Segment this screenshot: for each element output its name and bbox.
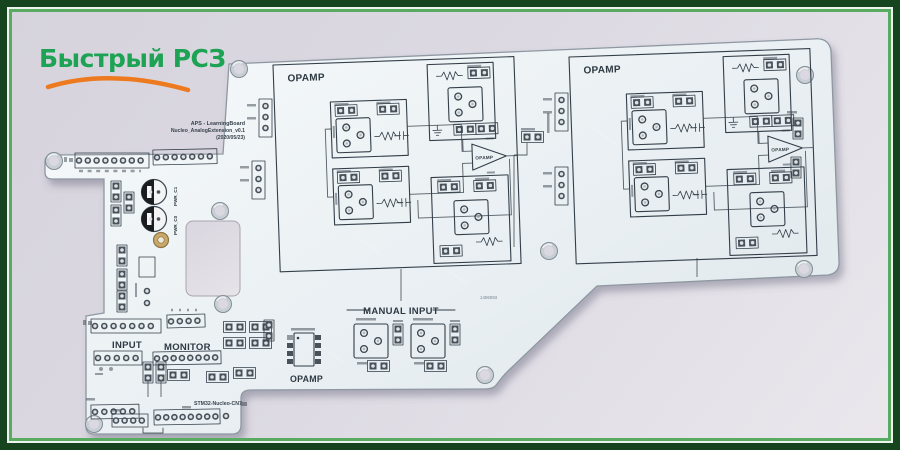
surface-scratches [306, 126, 618, 364]
manual-input-label: MANUAL INPUT [363, 306, 439, 317]
board-title-line2: Nucleo_AnalogExtension_v0.1 [171, 128, 245, 134]
mounting-hole [539, 241, 559, 261]
logo-text: Быстрый РСЗ [39, 44, 226, 73]
mounting-hole [794, 259, 814, 279]
opamp-triangle-symbol [767, 135, 803, 163]
midboard-pads [400, 111, 803, 301]
opamp-left-triangle-label: OPAMP [475, 155, 493, 161]
input-monitor-section: INPUT MONITOR [83, 308, 274, 397]
scene-svg: Быстрый РСЗ APS - LearningBoard Nucle [39, 38, 840, 435]
logo-arc-icon [45, 76, 191, 93]
electrolytic-cap-top [140, 178, 168, 206]
opamp-triangle-symbol [471, 143, 507, 171]
cap-top-label: PWR_C1 [173, 186, 178, 206]
cap-bottom-label: PWR_C0 [173, 215, 178, 235]
opamp-left-label: OPAMP [287, 72, 325, 84]
board-title-block: APS - LearningBoard Nucleo_AnalogExtensi… [171, 121, 245, 141]
nucleo-label: STM32-Nucleo-CN7 [194, 401, 242, 407]
board-title-line3: (2020/05/23) [216, 135, 245, 141]
opamp-right-label: OPAMP [583, 64, 621, 76]
power-section: PWR_C1 PWR_C0 [111, 178, 178, 312]
opamp-right-triangle-label: OPAMP [771, 147, 789, 153]
pcb-board: APS - LearningBoard Nucleo_AnalogExtensi… [44, 38, 840, 435]
serial-number: 1406093 [480, 295, 498, 300]
arm-header-rows [64, 148, 218, 173]
electrolytic-cap-bottom [140, 205, 168, 233]
mounting-hole [475, 365, 495, 385]
board-cutout [185, 220, 241, 297]
opamp-ic-footprint: OPAMP [287, 328, 323, 384]
opamp-ic-label: OPAMP [290, 374, 323, 384]
board-title-line1: APS - LearningBoard [191, 121, 245, 127]
opamp-left-section: OPAMP OPAMP [272, 56, 522, 273]
mounting-hole [229, 59, 249, 79]
mounting-hole [44, 151, 64, 171]
nucleo-section: STM32-Nucleo-CN7 [86, 398, 247, 434]
monitor-label: MONITOR [164, 342, 211, 353]
plated-hole [152, 231, 170, 249]
jumper-block [240, 98, 273, 200]
mounting-hole [210, 201, 230, 221]
jumper-block [543, 92, 569, 206]
mounting-hole [213, 294, 233, 314]
manual-input-section: MANUAL INPUT [346, 306, 460, 372]
mounting-hole [84, 414, 104, 434]
input-label: INPUT [112, 340, 142, 351]
